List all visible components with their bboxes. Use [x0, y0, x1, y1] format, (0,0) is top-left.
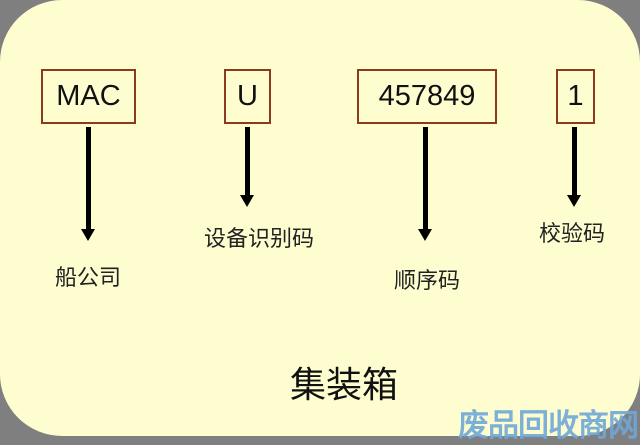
diagram-title: 集装箱	[289, 365, 399, 406]
diagram-panel	[0, 0, 640, 436]
code-box-check-digit: 1	[556, 69, 595, 124]
arrow-down-icon	[240, 127, 254, 207]
label-check-digit: 校验码	[538, 222, 606, 247]
code-box-serial: 457849	[357, 69, 497, 124]
label-category: 设备识别码	[203, 227, 315, 252]
arrow-down-icon	[418, 127, 432, 241]
label-serial: 顺序码	[393, 269, 461, 294]
watermark: 废品回收商网	[458, 408, 639, 444]
code-box-category: U	[224, 69, 271, 124]
arrow-down-icon	[81, 127, 95, 241]
arrow-down-icon	[567, 127, 581, 207]
label-owner: 船公司	[54, 266, 122, 291]
code-box-owner: MAC	[41, 69, 136, 124]
